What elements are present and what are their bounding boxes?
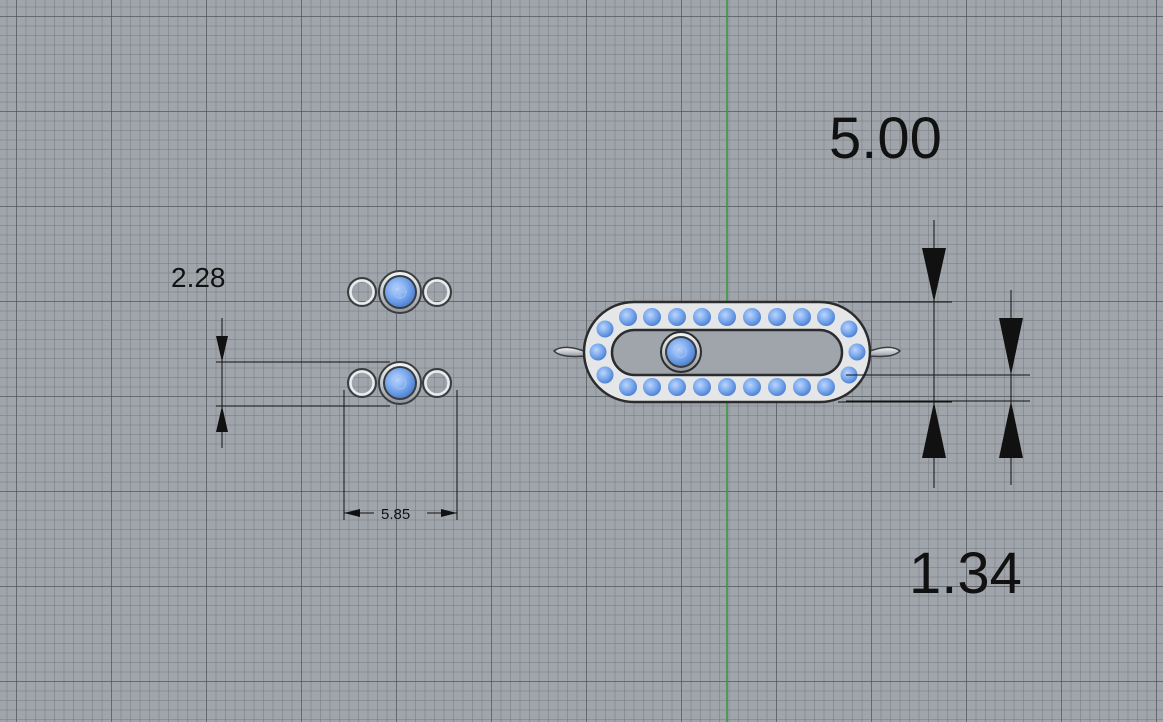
- dimension-large-height[interactable]: [838, 220, 952, 488]
- dimension-large-gap[interactable]: [846, 290, 1030, 485]
- end-cap-gems: [589, 320, 866, 384]
- top-row-gems: [619, 308, 835, 326]
- dimension-small-width[interactable]: [343, 390, 458, 520]
- gem-icon: [667, 338, 695, 366]
- small-width-label: 5.85: [381, 506, 410, 523]
- dimension-small-height[interactable]: [216, 318, 390, 448]
- small-height-label: 2.28: [171, 262, 226, 293]
- gem-icon: [385, 368, 415, 398]
- bottom-row-gems: [619, 378, 835, 396]
- oval-link-piece[interactable]: [552, 300, 902, 404]
- large-gap-label: 1.34: [909, 541, 1022, 606]
- small-connector-bottom[interactable]: [347, 361, 452, 405]
- large-height-label: 5.00: [829, 106, 942, 171]
- small-connector-top[interactable]: [347, 270, 452, 314]
